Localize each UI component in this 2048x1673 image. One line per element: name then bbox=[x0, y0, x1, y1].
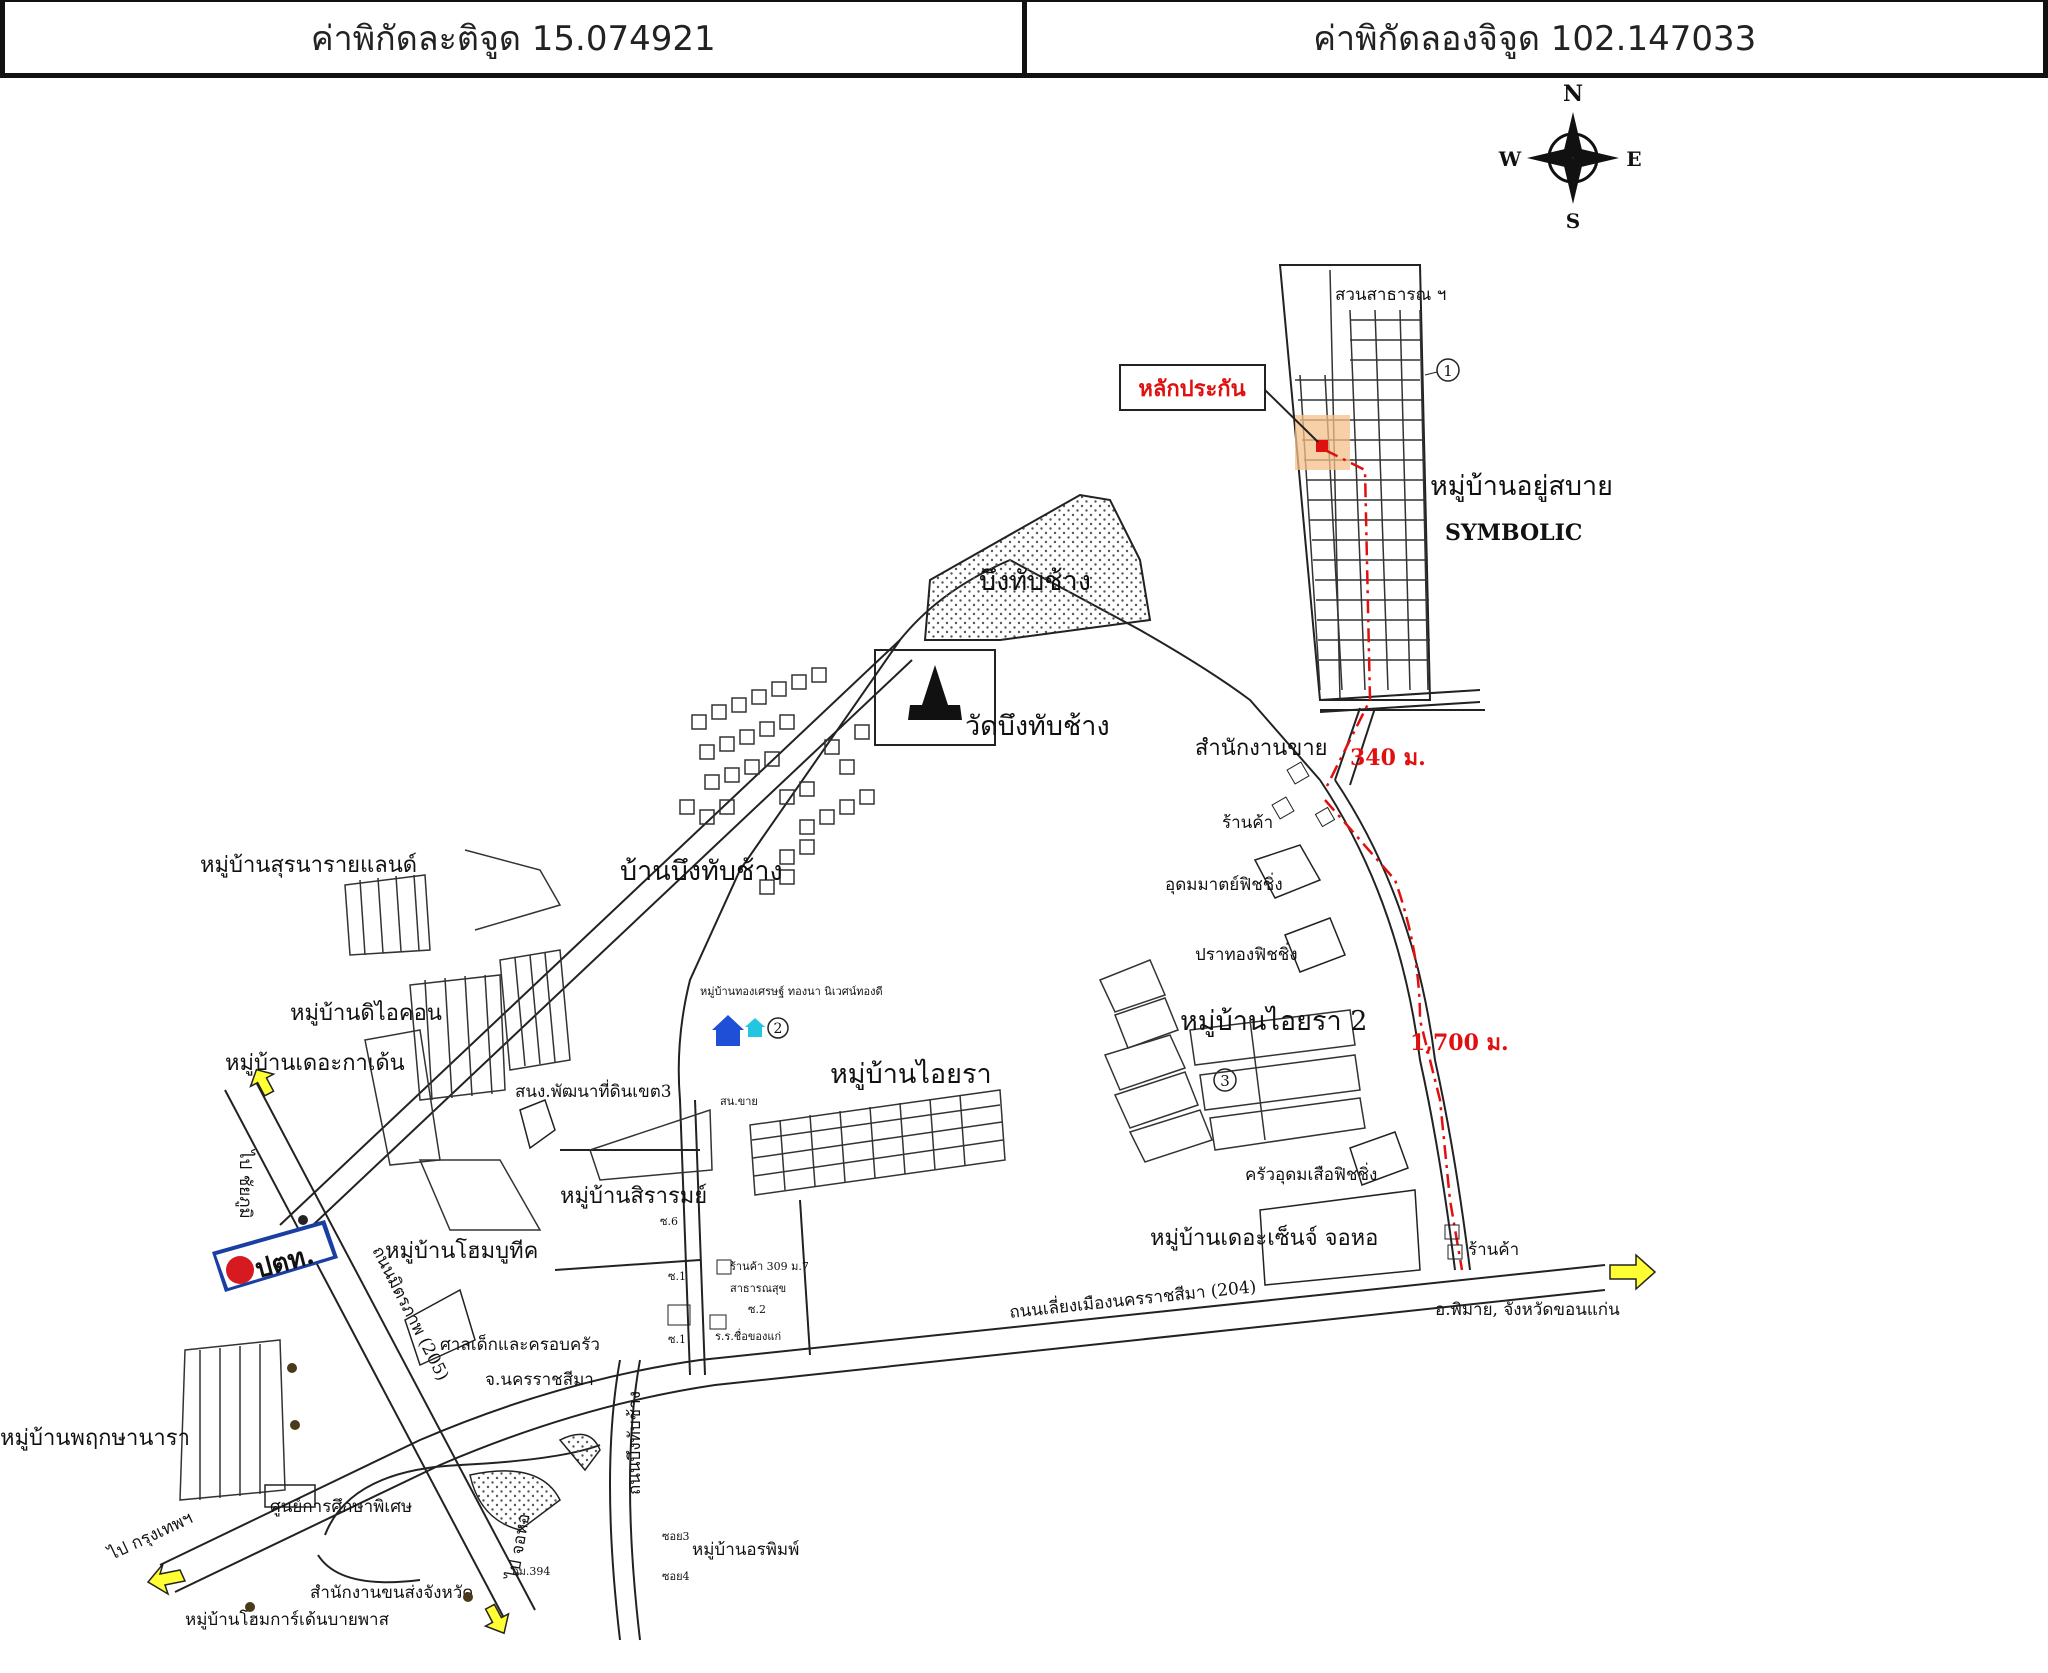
arrow-north-icon bbox=[249, 1068, 276, 1097]
svg-text:ร.ร.ชื่อของแก่: ร.ร.ชื่อของแก่ bbox=[715, 1328, 781, 1343]
wat-bueng-thapchang: วัดบึงทับช้าง bbox=[874, 649, 1110, 746]
marker-2: 2 bbox=[767, 1017, 789, 1039]
public-park-label: สวนสาธารณ ฯ bbox=[1335, 285, 1446, 305]
svg-text:1: 1 bbox=[1443, 362, 1453, 380]
distance-short: 340 ม. bbox=[1350, 745, 1426, 771]
svg-text:ซ.1: ซ.1 bbox=[668, 1333, 686, 1346]
village-sirarom-label: หมู่บ้านสิรารมย์ bbox=[560, 1184, 707, 1209]
arrow-south-icon bbox=[483, 1603, 510, 1635]
direction-arrows: อ.พิมาย, จังหวัดขอนแก่น ไป กรุงเทพฯ ไป ช… bbox=[103, 1068, 1657, 1635]
arrow-west-icon bbox=[146, 1563, 187, 1596]
collateral-label: หลักประกัน bbox=[1138, 376, 1245, 402]
house-icon bbox=[712, 1015, 765, 1046]
to-bangkok-label: ไป กรุงเทพฯ bbox=[103, 1507, 195, 1565]
kitchen-label: ครัวอุดมเสือฟิชชิ่ง bbox=[1245, 1162, 1377, 1185]
svg-text:สาธารณสุข: สาธารณสุข bbox=[730, 1282, 786, 1295]
land-dept-label: สนง.พัฒนาที่ดินเขต3 bbox=[515, 1079, 672, 1102]
marker-1: 1 bbox=[1424, 358, 1460, 382]
lake-bueng-thapchang: บึงทับช้าง bbox=[923, 493, 1152, 641]
distance-long: 1,700 ม. bbox=[1410, 1030, 1509, 1056]
sales-office-label: สำนักงานขาย bbox=[1195, 736, 1328, 761]
village-dersen-label: หมู่บ้านเดอะเซ็นจ์ จอหอ bbox=[1150, 1223, 1378, 1251]
svg-text:ซ.1: ซ.1 bbox=[668, 1270, 686, 1283]
village-homebuddy-label: หมู่บ้านโฮมบูทีค bbox=[385, 1238, 538, 1264]
svg-text:กม.394: กม.394 bbox=[512, 1565, 550, 1578]
svg-text:ซ.2: ซ.2 bbox=[748, 1303, 766, 1316]
shop-2-label: ร้านค้า bbox=[1468, 1240, 1519, 1260]
road-204: ถนนเลี่ยงเมืองนครราชสีมา (204) bbox=[159, 1264, 1606, 1593]
longitude-label: ค่าพิกัดลองจิจูด 102.147033 bbox=[1313, 18, 1757, 59]
secondary-roads bbox=[279, 558, 1485, 1641]
village-surana-label: หมู่บ้านสุรนารายแลนด์ bbox=[200, 853, 417, 878]
svg-text:2: 2 bbox=[774, 1021, 783, 1037]
road-204-label: ถนนเลี่ยงเมืองนครราชสีมา (204) bbox=[1008, 1274, 1257, 1323]
village-iyara: หมู่บ้านไอยรา สน.ขาย หมู่บ้านทองเศรษฐ์ ท… bbox=[700, 985, 1006, 1196]
route-to-collateral: 340 ม. 1,700 ม. bbox=[1323, 448, 1509, 1271]
svg-text:ซอย4: ซอย4 bbox=[662, 1570, 690, 1583]
arrow-east-icon bbox=[1609, 1253, 1657, 1291]
road-bueng-label: ถนนบึงทับช้าง bbox=[625, 1391, 645, 1495]
wat-label: วัดบึงทับช้าง bbox=[965, 711, 1110, 742]
svg-text:ซ.6: ซ.6 bbox=[660, 1215, 678, 1228]
western-villages: หมู่บ้านสุรนารายแลนด์ หมู่บ้านดิไอคอน หม… bbox=[0, 849, 799, 1630]
ban-bueng-label: บ้านบึงทับช้าง bbox=[620, 856, 783, 887]
latitude-cell: ค่าพิกัดละติจูด 15.074921 bbox=[0, 0, 1022, 78]
village-home-label: หมู่บ้านโฮมการ์เด้นบายพาส bbox=[185, 1609, 390, 1630]
garage-1-label: อุดมมาตย์ฟิชชิ่ง bbox=[1165, 872, 1283, 895]
interchange: ถนนบึงทับช้าง bbox=[317, 1391, 645, 1584]
village-iyara2-label: หมู่บ้านไอยรา 2 bbox=[1180, 1006, 1367, 1037]
province-label: จ.นครราชสีมา bbox=[485, 1370, 594, 1390]
compass-n: N bbox=[1563, 81, 1583, 107]
compass-w: W bbox=[1498, 147, 1522, 171]
coordinate-header: ค่าพิกัดละติจูด 15.074921 ค่าพิกัดลองจิจ… bbox=[0, 0, 2048, 78]
svg-text:ซอย3: ซอย3 bbox=[662, 1530, 690, 1543]
ban-bueng-houses: บ้านบึงทับช้าง bbox=[620, 667, 875, 895]
garage-2-label: ปราทองฟิชชิ่ง bbox=[1195, 942, 1298, 965]
svg-text:หมู่บ้านทองเศรษฐ์ ทองนา นิเวศน: หมู่บ้านทองเศรษฐ์ ทองนา นิเวศน์ทองดี bbox=[700, 985, 883, 998]
compass-icon: N S E W bbox=[1498, 81, 1642, 233]
village-iyara2: หมู่บ้านไอยรา 2 bbox=[1098, 959, 1367, 1163]
svg-text:ร้านค้า 309 ม.7: ร้านค้า 309 ม.7 bbox=[730, 1260, 809, 1273]
shop-1-label: ร้านค้า bbox=[1222, 813, 1273, 833]
village-yusabai-label: หมู่บ้านอยู่สบาย bbox=[1430, 471, 1613, 502]
longitude-cell: ค่าพิกัดลองจิจูด 102.147033 bbox=[1021, 0, 2048, 78]
svg-text:สน.ขาย: สน.ขาย bbox=[720, 1095, 758, 1108]
village-prueksa-label: หมู่บ้านพฤกษานารา bbox=[0, 1426, 190, 1451]
ptt-logo: ปตท. bbox=[212, 1220, 338, 1292]
village-iyara-label: หมู่บ้านไอยรา bbox=[830, 1059, 992, 1090]
child-center-label: ศาลเด็กและครอบครัว bbox=[440, 1333, 600, 1355]
village-dersen: หมู่บ้านเดอะเซ็นจ์ จอหอ bbox=[1150, 1189, 1421, 1286]
temple-icon bbox=[908, 665, 962, 720]
compass-s: S bbox=[1566, 209, 1580, 233]
symbolic-label: SYMBOLIC bbox=[1445, 520, 1582, 546]
customs-label: สำนักงานขนส่งจังหวัด bbox=[310, 1583, 473, 1603]
to-phimai-label: อ.พิมาย, จังหวัดขอนแก่น bbox=[1435, 1300, 1620, 1320]
svg-text:3: 3 bbox=[1220, 1072, 1230, 1090]
compass-e: E bbox=[1626, 147, 1641, 171]
road-205-label: ถนนมิตรภาพ (205) bbox=[368, 1243, 453, 1384]
east-businesses: สำนักงานขาย ร้านค้า อุดมมาตย์ฟิชชิ่ง ปรา… bbox=[1165, 736, 1519, 1260]
collateral-marker: หลักประกัน bbox=[1119, 364, 1350, 470]
village-orphin-label: หมู่บ้านอรพิมพ์ bbox=[692, 1540, 799, 1560]
village-dekan-label: หมู่บ้านเดอะกาเด้น bbox=[225, 1051, 405, 1076]
latitude-label: ค่าพิกัดละติจูด 15.074921 bbox=[310, 18, 716, 59]
collateral-pin bbox=[1316, 440, 1328, 452]
to-chaiyaphum-label: ไป ชัยภูมิ bbox=[235, 1148, 256, 1219]
lake-label: บึงทับช้าง bbox=[979, 566, 1091, 597]
village-yusabai: สวนสาธารณ ฯ หมู่บ้านอยู่สบาย SYMBOLIC bbox=[1278, 264, 1613, 713]
marker-3: 3 bbox=[1213, 1068, 1237, 1092]
village-diicon-label: หมู่บ้านดิไอคอน bbox=[290, 1000, 442, 1026]
